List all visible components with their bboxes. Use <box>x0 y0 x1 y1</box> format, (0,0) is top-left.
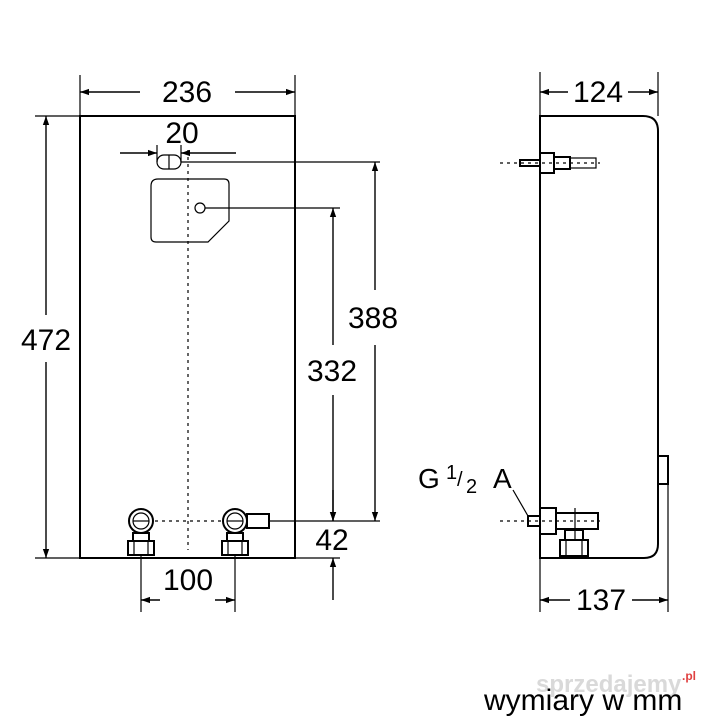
watermark-suffix: .pl <box>682 669 696 683</box>
thread-label-numerator: 1 <box>446 462 457 484</box>
dim-332-label: 332 <box>307 355 357 388</box>
right-water-connection <box>221 508 270 556</box>
left-water-connection <box>127 508 155 556</box>
dim-20-label: 20 <box>165 117 198 150</box>
side-housing-outline <box>539 115 659 559</box>
control-panel-outline <box>150 178 230 243</box>
thread-label-a: A <box>493 463 512 494</box>
front-view: 20 <box>21 75 398 612</box>
side-bottom-connector <box>500 507 600 557</box>
thread-label-slash: / <box>457 469 463 491</box>
dim-236-label: 236 <box>162 76 212 109</box>
top-mounting-bolt <box>500 152 600 174</box>
dim-137-label: 137 <box>576 584 626 617</box>
watermark-text: sprzedajemy <box>536 671 682 698</box>
front-housing-outline <box>79 115 296 559</box>
thread-leader-line <box>512 489 529 517</box>
side-view: G 1 / 2 A 124 137 <box>418 72 669 617</box>
dim-42-label: 42 <box>315 524 348 557</box>
dim-472-label: 472 <box>21 324 71 357</box>
thread-label-g: G <box>418 463 440 494</box>
dim-100-label: 100 <box>163 564 213 597</box>
panel-knob <box>194 202 206 214</box>
dim-388-label: 388 <box>348 302 398 335</box>
dim-124-label: 124 <box>573 76 623 109</box>
watermark: sprzedajemy .pl <box>536 669 696 698</box>
side-cable-nub <box>657 455 669 485</box>
thread-label-denominator: 2 <box>466 476 477 498</box>
thread-size-label: G 1 / 2 A <box>418 462 512 498</box>
units-caption: wymiary w mm <box>483 684 682 717</box>
